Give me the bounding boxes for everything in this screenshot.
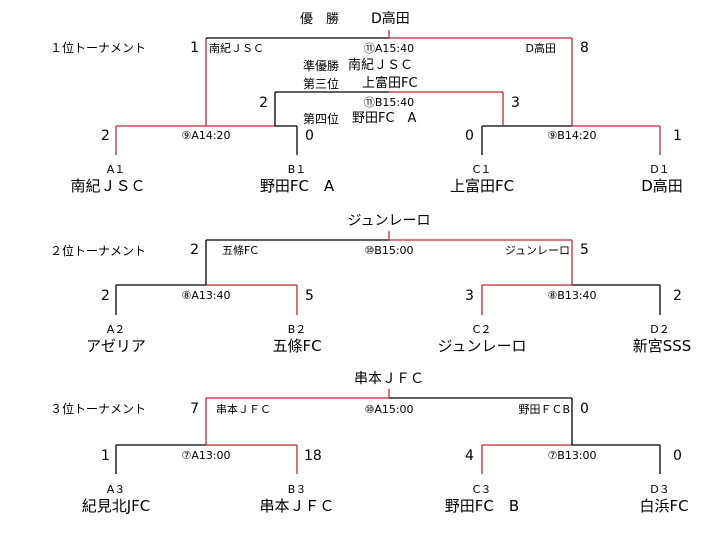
t3-seed-b: B３ bbox=[287, 483, 307, 496]
third-name: 上富田FC bbox=[362, 76, 418, 91]
t2-final-match: ⑩B15:00 bbox=[364, 244, 414, 257]
t1-third-right-score: 3 bbox=[511, 95, 520, 111]
t2-final-left-score: 2 bbox=[190, 242, 199, 258]
t3-winner: 串本ＪＦＣ bbox=[354, 371, 424, 387]
t1-semi-b-match: ⑨B14:20 bbox=[547, 129, 597, 142]
t2-semi-b-left-score: 3 bbox=[465, 288, 474, 304]
t1-final-match: ⑪A15:40 bbox=[363, 42, 415, 55]
t1-semi-a-left-score: 2 bbox=[101, 128, 110, 144]
bracket-2-lines bbox=[115, 231, 661, 315]
t2-semi-a-right-score: 5 bbox=[305, 288, 314, 304]
t2-final-left-team: 五條FC bbox=[222, 244, 259, 257]
t1-seed-a: A１ bbox=[106, 163, 126, 176]
tournament-2-label: ２位トーナメント bbox=[50, 244, 147, 258]
t2-team-d: 新宮SSS bbox=[632, 337, 692, 355]
t3-seed-d: D３ bbox=[650, 483, 670, 496]
t2-semi-b-match: ⑧B13:40 bbox=[547, 289, 597, 302]
t1-semi-b-right-score: 1 bbox=[673, 128, 682, 144]
t2-semi-a-match: ⑧A13:40 bbox=[181, 289, 231, 302]
t1-team-b: 野田FC A bbox=[259, 177, 335, 195]
t2-seed-a: A２ bbox=[106, 323, 126, 336]
bracket-3-lines bbox=[115, 389, 661, 474]
t3-seed-c: C３ bbox=[472, 483, 492, 496]
t2-semi-b-right-score: 2 bbox=[673, 288, 682, 304]
runner-up-name: 南紀ＪＳＣ bbox=[348, 58, 414, 73]
t2-seed-c: C２ bbox=[472, 323, 492, 336]
t2-team-c: ジュンレーロ bbox=[437, 337, 527, 355]
t3-semi-b-right-score: 0 bbox=[673, 448, 682, 464]
t3-semi-a-right-score: 18 bbox=[304, 448, 322, 464]
t1-seed-d: D１ bbox=[650, 163, 670, 176]
t1-final-right-score: 8 bbox=[580, 40, 589, 56]
t3-semi-a-left-score: 1 bbox=[101, 448, 110, 464]
t2-seed-b: B２ bbox=[287, 323, 307, 336]
t1-semi-b-left-score: 0 bbox=[465, 128, 474, 144]
t1-seed-c: C１ bbox=[472, 163, 492, 176]
tournament-1-label: １位トーナメント bbox=[50, 41, 147, 55]
tournament-3-label: ３位トーナメント bbox=[50, 402, 147, 416]
t1-seed-b: B１ bbox=[287, 163, 307, 176]
t3-final-right-team: 野田ＦＣB bbox=[518, 403, 570, 416]
t1-final-left-team: 南紀ＪＳＣ bbox=[209, 42, 264, 55]
t3-final-left-score: 7 bbox=[190, 401, 199, 417]
fourth-name: 野田FC A bbox=[352, 111, 417, 126]
bracket-1-lines bbox=[115, 30, 661, 155]
champion-name: D高田 bbox=[371, 11, 410, 27]
t3-final-left-team: 串本ＪＦＣ bbox=[216, 403, 271, 416]
t3-semi-b-left-score: 4 bbox=[465, 448, 474, 464]
t2-team-b: 五條FC bbox=[272, 337, 322, 355]
t1-team-d: D高田 bbox=[641, 177, 683, 195]
t2-semi-a-left-score: 2 bbox=[101, 288, 110, 304]
t2-seed-d: D２ bbox=[650, 323, 670, 336]
t2-winner: ジュンレーロ bbox=[347, 213, 431, 229]
t3-team-c: 野田FC B bbox=[444, 497, 520, 515]
t3-team-d: 白浜FC bbox=[639, 497, 689, 515]
t1-third-left-score: 2 bbox=[259, 95, 268, 111]
t1-third-match: ⑪B15:40 bbox=[363, 96, 415, 109]
t2-final-right-score: 5 bbox=[580, 242, 589, 258]
t1-semi-a-match: ⑨A14:20 bbox=[181, 129, 231, 142]
fourth-label: 第四位 bbox=[303, 112, 340, 126]
t1-final-right-team: D高田 bbox=[525, 42, 556, 55]
t2-team-a: アゼリア bbox=[86, 337, 146, 355]
t2-final-right-team: ジュンレーロ bbox=[504, 244, 570, 257]
t3-seed-a: A３ bbox=[106, 483, 126, 496]
t1-team-a: 南紀ＪＳＣ bbox=[70, 177, 146, 195]
t3-final-match: ⑩A15:00 bbox=[364, 403, 414, 416]
t1-team-c: 上富田FC bbox=[449, 177, 515, 195]
t3-team-b: 串本ＪＦＣ bbox=[259, 497, 335, 515]
t3-semi-a-match: ⑦A13:00 bbox=[181, 449, 231, 462]
t1-final-left-score: 1 bbox=[190, 40, 199, 56]
t1-semi-a-right-score: 0 bbox=[305, 128, 314, 144]
t3-team-a: 紀見北JFC bbox=[81, 497, 151, 515]
runner-up-label: 準優勝 bbox=[303, 59, 340, 73]
champion-label: 優 勝 bbox=[300, 12, 340, 27]
t3-final-right-score: 0 bbox=[580, 401, 589, 417]
t3-semi-b-match: ⑦B13:00 bbox=[547, 449, 597, 462]
third-label: 第三位 bbox=[303, 77, 340, 91]
